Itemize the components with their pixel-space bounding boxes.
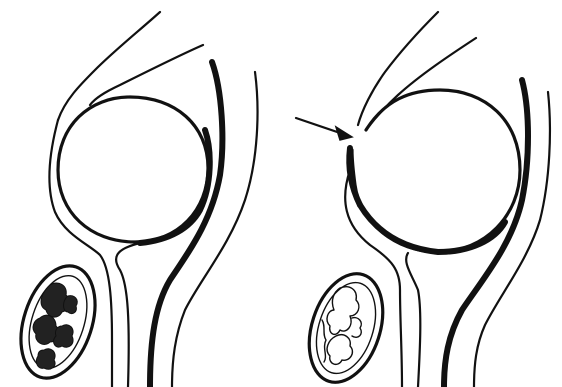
right-oval-wavy-content (322, 287, 361, 365)
right-oval-outer (296, 264, 395, 387)
left-upper-duct-inner (90, 45, 203, 105)
left-tube-inner (116, 243, 140, 387)
left-round-body (58, 97, 208, 242)
right-wall-band (360, 205, 505, 252)
right-upper-duct-inner (366, 38, 476, 130)
left-oval-granules (33, 283, 77, 369)
left-upper-duct-outer (58, 12, 160, 120)
right-oval-inner (306, 275, 386, 381)
right-tube-left (345, 170, 402, 387)
right-upper-duct-outer (358, 12, 438, 125)
right-right-wall-outer (444, 80, 528, 387)
right-tube-inner (406, 253, 420, 387)
pointer-arrow-head (336, 127, 352, 140)
right-panel (296, 12, 550, 387)
left-panel (8, 12, 258, 387)
left-wall-band (140, 130, 210, 243)
left-oval-outer (8, 256, 109, 387)
